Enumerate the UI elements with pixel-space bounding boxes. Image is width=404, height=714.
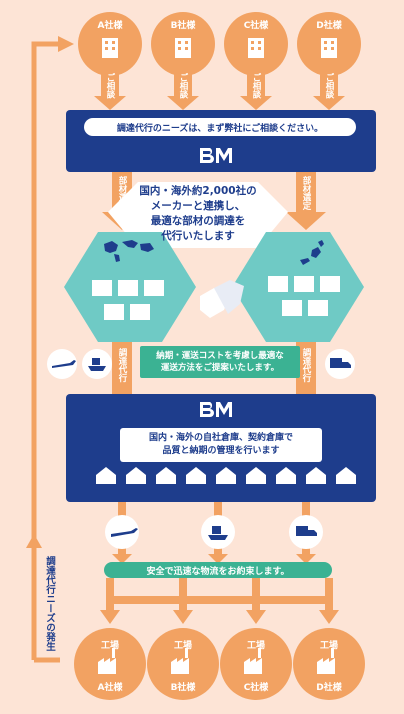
warehouse-message-line-1: 国内・海外の自社倉庫、契約倉庫で [148, 433, 293, 443]
plane-circle-top [47, 349, 77, 379]
distribution-lines [106, 578, 333, 612]
needs-label: 調達代行ニーズの発生 [44, 556, 55, 651]
ship-icon [88, 358, 106, 371]
consult-label-a: ご相談 [105, 73, 115, 99]
cost-banner [140, 346, 300, 378]
truck-icon [296, 526, 317, 536]
bm-logo-icon [200, 148, 232, 163]
building-icon [175, 38, 191, 58]
plane-icon [111, 528, 138, 537]
world-map-icon [104, 240, 154, 262]
warehouse-house-icons [96, 467, 356, 484]
logistics-pill [104, 562, 332, 578]
factory-label-b: B社様 [170, 683, 196, 693]
loop-up-arrowhead [26, 534, 42, 548]
consult-arrows [94, 72, 345, 110]
client-label-c: C社様 [243, 21, 269, 31]
procurement-label-left: 調達代行 [117, 348, 127, 382]
parts-arrow-right [286, 172, 326, 230]
cost-message: 納期・運送コストを考慮し最適な 運送方法をご提案いたします。 [140, 350, 300, 374]
factory-icons [98, 648, 335, 674]
top-banner-pill [84, 118, 356, 136]
center-message-hexagon [108, 182, 288, 248]
client-label-a: A社様 [97, 21, 123, 31]
logistics-message: 安全で迅速な物流をお約束します。 [146, 567, 290, 577]
center-message-line-4: 代行いたします [161, 230, 235, 242]
center-message-line-1: 国内・海外約2,000社の [139, 185, 257, 197]
factory-top-a: 工場 [100, 641, 119, 651]
warehouse-message: 国内・海外の自社倉庫、契約倉庫で 品質と納期の管理を行います [120, 432, 322, 458]
parts-label-left: 部材選定 [117, 176, 127, 210]
building-icon [321, 38, 337, 58]
loop-line [31, 41, 60, 660]
consult-label-c: ご相談 [251, 73, 261, 99]
client-label-d: D社様 [316, 21, 342, 31]
center-message-line-2: メーカーと連携し、 [150, 200, 246, 212]
distribution-arrowheads [100, 610, 339, 624]
factory-label-a: A社様 [97, 683, 123, 693]
truck-icon [330, 358, 351, 368]
logo-text: BM [0, 0, 1, 1]
warehouse-message-box [120, 428, 322, 462]
ship-icon [208, 526, 228, 540]
factory-label-d: D社様 [316, 683, 342, 693]
center-message: 国内・海外約2,000社の メーカーと連携し、 最適な部材の調達を 代行いたしま… [120, 184, 276, 244]
factory-label-c: C社様 [243, 683, 269, 693]
building-icon [248, 38, 264, 58]
building-icon [102, 38, 118, 58]
parts-label-right: 部材選定 [301, 176, 311, 210]
warehouse-group-right [268, 276, 340, 316]
loop-arrowhead [58, 36, 74, 52]
consult-label-b: ご相談 [178, 73, 188, 99]
japan-map-icon [300, 240, 324, 265]
procurement-label-right: 調達代行 [301, 348, 311, 382]
warehouse-message-line-2: 品質と納期の管理を行います [162, 446, 280, 456]
consult-label-d: ご相談 [324, 73, 334, 99]
cost-message-line-2: 運送方法をご提案いたします。 [160, 363, 280, 373]
cost-message-line-1: 納期・運送コストを考慮し最適な [156, 351, 284, 361]
top-banner-text: 調達代行のニーズは、まず弊社にご相談ください。 [116, 124, 324, 134]
bm-logo-icon [200, 402, 232, 417]
center-message-line-3: 最適な部材の調達を [150, 215, 246, 227]
factory-top-b: 工場 [173, 641, 192, 651]
warehouse-group-left [92, 280, 164, 320]
client-label-b: B社様 [170, 21, 196, 31]
factory-top-d: 工場 [319, 641, 338, 651]
plane-circle-bottom [105, 515, 139, 549]
factory-top-c: 工場 [246, 641, 265, 651]
handshake-icon [200, 280, 244, 318]
building-icons [102, 38, 337, 58]
plane-icon [52, 360, 76, 368]
